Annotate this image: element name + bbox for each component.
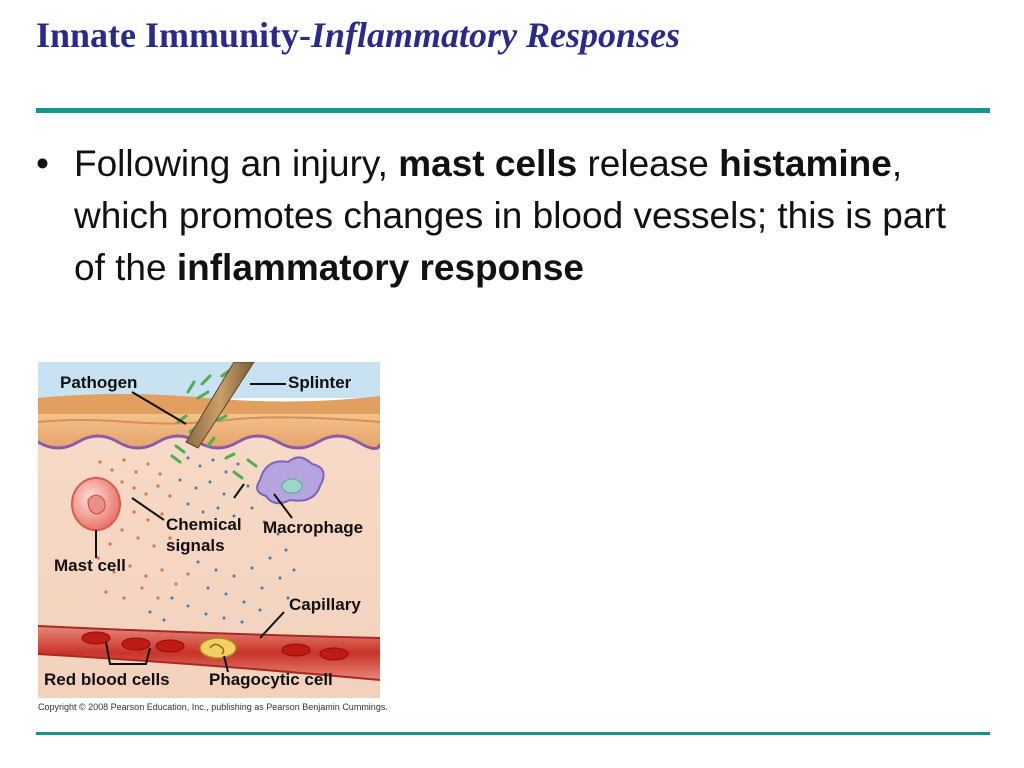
bullet-dot-icon: •: [36, 143, 49, 184]
macrophage-shape: [256, 456, 325, 505]
mast-cell-shape: [71, 477, 121, 531]
splinter-shape: [185, 362, 255, 449]
chemical-signal-dots: [148, 456, 296, 624]
term-histamine: histamine: [719, 143, 892, 184]
title-italic: Inflammatory Responses: [311, 15, 681, 55]
basement-membrane: [38, 434, 380, 450]
label-chemical-line2: signals: [166, 536, 225, 555]
red-blood-cells-shapes: [81, 631, 349, 661]
phagocytic-cell-shape: [199, 637, 237, 659]
bullet-text-2: release: [577, 143, 720, 184]
title-divider: [36, 108, 990, 113]
term-mast-cells: mast cells: [398, 143, 578, 184]
slide-title: Innate Immunity-Inflammatory Responses: [36, 14, 680, 56]
label-phagocytic-cell: Phagocytic cell: [209, 670, 333, 689]
bullet-list: • Following an injury, mast cells release…: [36, 138, 976, 294]
copyright-notice: Copyright © 2008 Pearson Education, Inc.…: [38, 702, 388, 712]
bullet-text-3: , which promotes changes in blood vessel…: [74, 143, 946, 288]
label-macrophage: Macrophage: [263, 518, 363, 537]
bullet-item: • Following an injury, mast cells release…: [36, 138, 976, 294]
footer-divider: [36, 732, 990, 735]
bullet-text-1: Following an injury,: [74, 143, 399, 184]
inflammation-diagram: Pathogen Splinter Chemical signals Macro…: [38, 362, 380, 698]
label-red-blood-cells: Red blood cells: [44, 670, 170, 689]
label-pathogen: Pathogen: [60, 373, 137, 392]
leader-lines: [95, 383, 293, 673]
label-mast-cell: Mast cell: [54, 556, 126, 575]
label-chemical-line1: Chemical: [166, 515, 242, 534]
label-splinter: Splinter: [288, 373, 352, 392]
title-plain: Innate Immunity-: [36, 15, 312, 55]
label-capillary: Capillary: [289, 595, 361, 614]
epidermis-ridges: [38, 416, 380, 425]
histamine-dots: [96, 458, 190, 600]
term-inflammatory-response: inflammatory response: [176, 247, 584, 288]
